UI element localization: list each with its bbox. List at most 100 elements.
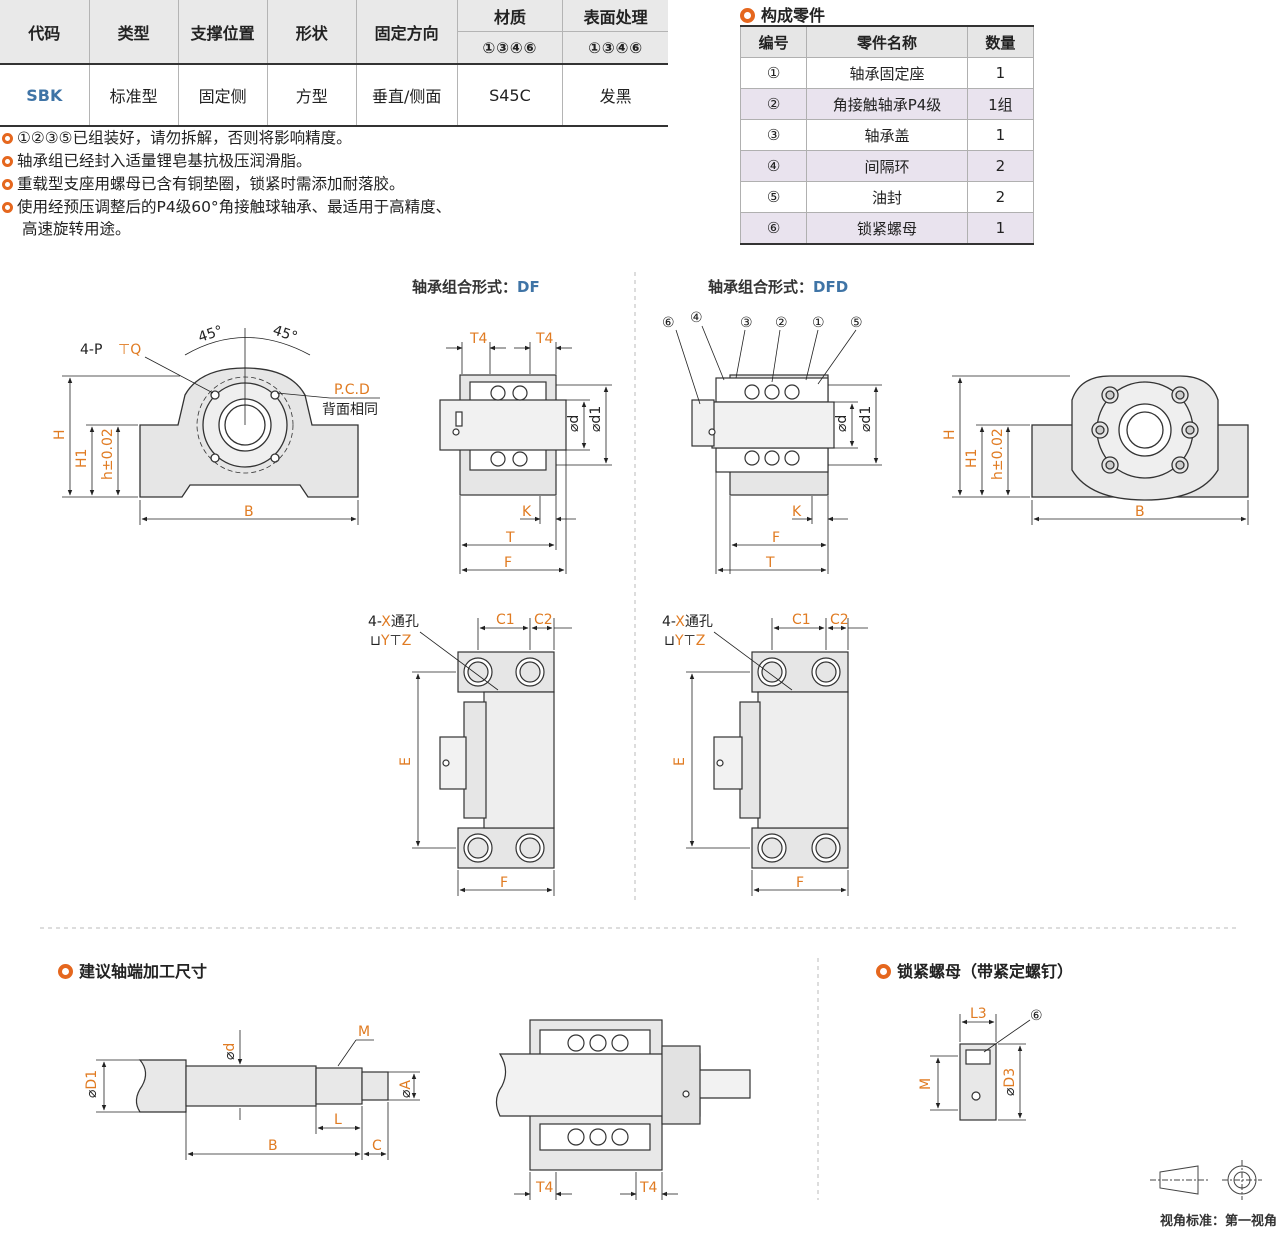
callout-6: ⑥ [662,315,675,331]
callout-2: ② [775,315,788,331]
shaft-C: C [372,1138,382,1154]
assembly-T4-left: T4 [535,1180,554,1196]
top-df-F: F [500,875,508,891]
bullet-icon [2,179,13,190]
top-dfd-C2: C2 [830,612,849,628]
nut-M: M [918,1078,934,1090]
parts-header-no: 编号 [739,25,808,58]
callout-4: ④ [690,310,703,326]
df-label: 轴承组合形式：DF [412,278,540,296]
header-type: 类型 [89,0,179,64]
front2-H: H [942,429,958,440]
shaft-d: ⌀d [222,1043,238,1060]
df-dims [446,342,612,574]
cell-shape: 方型 [267,63,357,127]
ring-bullet-icon [876,964,891,979]
shaft-title: 建议轴端加工尺寸 [58,958,207,982]
callout-3: ③ [740,315,753,331]
top-dfd-cb: ⊔Y⊤Z [664,633,705,649]
assembly-dims [514,1172,678,1200]
front2-h: h±0.02 [990,428,1006,480]
surface-parts: ①③④⑥ [562,31,668,64]
front-dims-left [62,328,380,525]
shaft-A: ⌀A [398,1080,414,1098]
note-2: 轴承组已经封入适量锂皂基抗极压润滑脂。 [2,149,312,171]
shaft-L: L [334,1112,342,1128]
top-df-E: E [398,757,414,766]
dfd-dims [675,325,882,574]
cell-material: S45C [457,63,564,127]
note-4-cont: 高速旋转用途。 [22,220,131,238]
first-angle-projection-icon [1150,1160,1262,1200]
front2-H1: H1 [964,449,980,468]
nut-D3: ⌀D3 [1002,1068,1018,1096]
bullet-icon [2,202,13,213]
top-dfd-dims [686,618,868,896]
df-T4-right: T4 [535,331,554,347]
top-dfd-F: F [796,875,804,891]
view-standard: 视角标准：第一视角 [1159,1214,1277,1229]
front-pcd: P.C.D [334,382,370,398]
header-shape: 形状 [267,0,357,64]
dfd-d1: ⌀d1 [858,406,874,432]
callout-1: ① [812,315,825,331]
front-pcd-note: 背面相同 [322,402,378,418]
dfd-T: T [765,555,775,571]
cell-code: SBK [0,63,90,127]
lock-nut-dims [930,1014,1031,1121]
ring-bullet-icon [58,964,73,979]
assembly-section [495,1019,751,1171]
nut-L3: L3 [970,1006,987,1022]
front-view-right [1031,375,1249,501]
top-df-C2: C2 [534,612,553,628]
front-dims-right [952,375,1249,525]
top-dfd-C1: C1 [792,612,811,628]
dfd-label: 轴承组合形式：DFD [708,278,849,296]
header-material: 材质 [457,0,564,32]
df-section [439,374,567,496]
lock-nut-drawing [959,1043,997,1121]
df-T4-left: T4 [469,331,488,347]
shaft-M: M [358,1024,370,1040]
parts-title: 构成零件 [740,2,825,26]
front-H: H [52,429,68,440]
header-code: 代码 [0,0,90,64]
header-surface: 表面处理 [562,0,668,32]
shaft-B: B [268,1138,278,1154]
nut-title: 锁紧螺母（带紧定螺钉） [876,958,1073,982]
df-d: ⌀d [566,415,582,432]
callout-5: ⑤ [850,315,863,331]
top-dfd-hole: 4-X通孔 [662,614,713,630]
note-1: ①②③⑤已组装好，请勿拆解，否则将影响精度。 [2,126,352,148]
bullet-icon [2,133,13,144]
dfd-d: ⌀d [834,415,850,432]
top-dfd-E: E [672,757,688,766]
df-K: K [522,504,532,520]
bullet-icon [2,156,13,167]
header-direction: 固定方向 [356,0,458,64]
front-H1: H1 [74,449,90,468]
cell-surface: 发黑 [562,63,668,127]
cell-type: 标准型 [89,63,179,127]
top-view-dfd [713,651,849,869]
front-hole-label: 4-P [80,342,102,358]
dfd-callouts: ⑥ ④ ③ ② ① ⑤ [662,310,863,331]
nut-callout: ⑥ [1030,1008,1043,1024]
top-view-df [439,651,555,869]
front-angle-left: 45° [196,323,225,346]
shaft-D1: ⌀D1 [84,1070,100,1098]
note-4: 使用经预压调整后的P4级60°角接触球轴承、最适用于高精度、 [2,195,451,217]
front-B: B [244,504,254,520]
cell-direction: 垂直/侧面 [356,63,458,127]
front-hole-depth: ⊤Q [118,342,141,358]
df-F: F [504,555,512,571]
front2-B: B [1135,504,1145,520]
header-support: 支撑位置 [178,0,268,64]
